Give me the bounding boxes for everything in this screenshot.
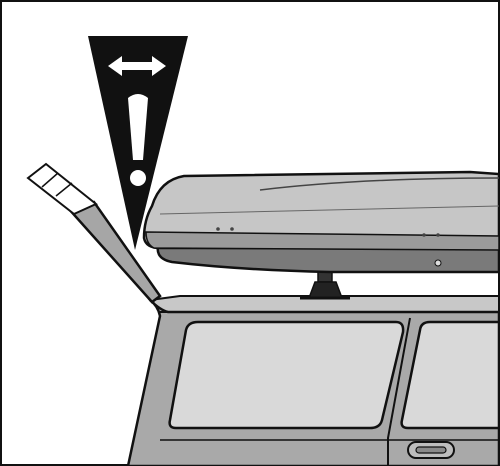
door-handle <box>408 442 454 458</box>
roof-box-lid-band <box>146 232 499 250</box>
rear-side-window <box>170 322 404 428</box>
roof-box <box>144 172 499 272</box>
car-body <box>128 296 499 466</box>
